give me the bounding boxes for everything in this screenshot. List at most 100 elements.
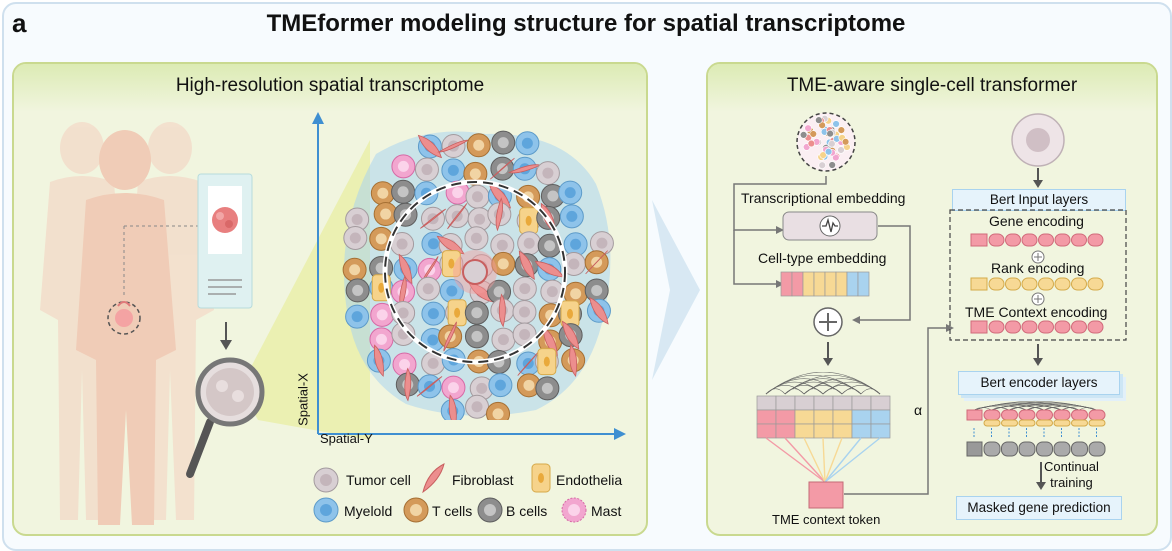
fibroblast-cell xyxy=(447,203,468,230)
fibroblast-cell xyxy=(561,320,580,350)
tissue-map xyxy=(342,130,614,420)
cluster-cell xyxy=(832,120,840,128)
fibroblast-cell xyxy=(404,367,412,402)
spatial-axes xyxy=(312,112,626,440)
token-head xyxy=(970,233,988,247)
output-token xyxy=(1018,441,1036,457)
bcell-nucleus xyxy=(493,286,505,298)
tumor-nucleus xyxy=(349,232,361,244)
bcell-nucleus xyxy=(541,382,553,394)
tcell-nucleus xyxy=(523,379,535,391)
cell-cluster-icon xyxy=(796,112,856,172)
token-cell xyxy=(813,409,834,425)
tcell-nucleus xyxy=(469,168,481,180)
tcell-nucleus xyxy=(497,258,509,270)
mast-nucleus xyxy=(376,309,388,321)
token xyxy=(1087,233,1104,247)
fibroblast-cell xyxy=(518,250,535,281)
right-panel-header xyxy=(708,64,1156,112)
endothelia-nucleus xyxy=(448,258,455,269)
fibroblast-cell xyxy=(398,253,413,285)
embedding-cell xyxy=(802,271,815,297)
tumor-nucleus xyxy=(421,164,433,176)
encoder-token xyxy=(1018,409,1036,421)
myeloid-nucleus xyxy=(570,238,582,250)
tumor-nucleus xyxy=(519,328,531,340)
endothelia-nucleus xyxy=(567,308,574,319)
tumor-nucleus xyxy=(546,286,558,298)
zoom-cone xyxy=(240,140,370,440)
tumor-nucleus xyxy=(474,213,486,225)
fan-line xyxy=(822,437,826,483)
flow-chevron xyxy=(652,200,700,380)
bcell-nucleus xyxy=(497,137,509,149)
bert-input-layers: Bert Input layers xyxy=(952,189,1126,211)
token xyxy=(1054,277,1071,291)
output-token xyxy=(983,441,1001,457)
fibroblast-cell xyxy=(495,197,504,232)
token xyxy=(1054,320,1071,334)
fan-line xyxy=(824,437,881,483)
tcell-nucleus xyxy=(492,408,504,420)
encoder-token-rank xyxy=(1071,419,1088,427)
rank-encoding-bar xyxy=(970,277,1104,291)
encoding-group-box xyxy=(949,209,1127,341)
bcell-nucleus xyxy=(544,240,556,252)
axis-label-y: Spatial-X xyxy=(295,373,311,426)
transcriptional-embedding-label: Transcriptional embedding xyxy=(741,190,906,206)
fibroblast-cell xyxy=(416,376,443,397)
down-arrow-icon xyxy=(823,342,833,366)
rank-encoding-label: Rank encoding xyxy=(991,260,1085,276)
axis-label-x: Spatial-Y xyxy=(320,431,373,446)
tumor-nucleus xyxy=(518,306,530,318)
panel-letter: a xyxy=(12,8,27,38)
fibroblast-cell xyxy=(373,344,384,377)
cluster-cell xyxy=(818,121,826,129)
encoder-arc xyxy=(1061,406,1097,411)
token-cell xyxy=(775,423,796,439)
tumor-nucleus xyxy=(497,334,509,346)
myeloid-nucleus xyxy=(427,308,439,320)
tissue-slide-icon xyxy=(197,173,253,309)
down-arrow-icon xyxy=(1036,462,1046,490)
bcell-nucleus xyxy=(591,284,603,296)
plus-icon xyxy=(1031,292,1045,306)
token-cell xyxy=(756,409,777,425)
cluster-cell xyxy=(804,124,812,132)
legend-t-cell-icon xyxy=(403,497,429,523)
fibroblast-cell xyxy=(517,351,540,376)
encoder-token-head xyxy=(966,409,983,421)
gene-encoding-bar xyxy=(970,233,1104,247)
bcell-nucleus xyxy=(547,190,559,202)
legend-mast: Mast xyxy=(591,503,622,519)
cluster-cell xyxy=(832,153,840,162)
encoder-token-rank xyxy=(1088,419,1106,427)
fibroblast-cell xyxy=(569,343,578,377)
bcell-nucleus xyxy=(471,330,483,342)
cluster-cell xyxy=(809,130,817,138)
token-cell xyxy=(794,395,815,411)
tcell-nucleus xyxy=(349,264,361,276)
encoder-token-rank xyxy=(983,419,1001,427)
left-panel-header xyxy=(14,64,646,112)
myeloid-nucleus xyxy=(521,137,533,149)
fibroblast-cell xyxy=(585,250,608,275)
fan-line xyxy=(803,437,826,483)
fan-line xyxy=(824,437,862,483)
tumor-nucleus xyxy=(396,238,408,250)
tme-context-token-icon xyxy=(808,481,844,509)
fan-line xyxy=(824,437,843,483)
mast-nucleus xyxy=(398,359,410,371)
token xyxy=(1087,320,1104,334)
bcell-nucleus xyxy=(397,186,409,198)
token xyxy=(1005,233,1021,247)
attention-arc xyxy=(841,385,881,395)
endothelia-nucleus xyxy=(378,282,385,293)
token xyxy=(988,277,1005,291)
token xyxy=(1038,320,1054,334)
encoder-token xyxy=(1001,409,1018,421)
endothelia-nucleus xyxy=(543,356,550,367)
token-cell xyxy=(813,395,834,411)
myeloid-nucleus xyxy=(447,164,459,176)
endothelia-nucleus xyxy=(454,307,461,318)
